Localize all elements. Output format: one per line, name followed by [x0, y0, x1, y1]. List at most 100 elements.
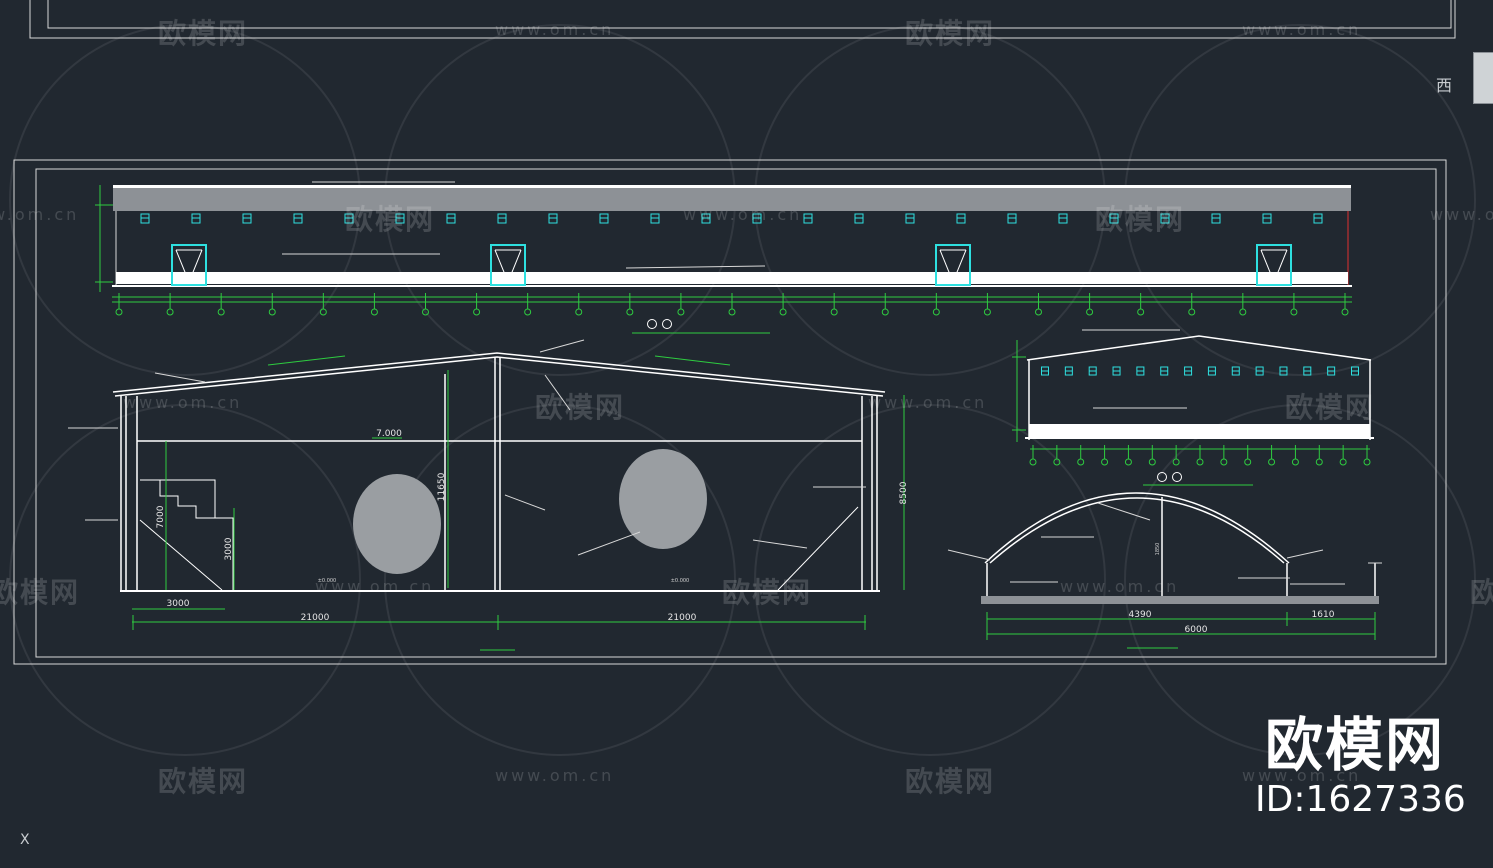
- arch-slab: [981, 596, 1379, 604]
- top-title-frame: [29, 0, 1456, 39]
- watermark-logo: 欧模网: [345, 203, 436, 236]
- side-axis-bubble: [1196, 445, 1204, 466]
- side-window: [1351, 366, 1359, 376]
- side-window: [1327, 366, 1336, 376]
- side-axis-bubble: [1339, 445, 1347, 466]
- section-floor-level-right: ±0.000: [671, 578, 690, 584]
- side-window: [1231, 366, 1240, 376]
- section-floor-level-left: ±0.000: [318, 578, 337, 584]
- side-axis-bubble: [1148, 445, 1156, 466]
- arch-rise: 1850: [1155, 543, 1161, 556]
- elevation-axis-bubble: [268, 293, 276, 316]
- side-axis-bubble: [1244, 445, 1252, 466]
- arch-width-left: 4390: [1129, 610, 1152, 620]
- side-window: [1064, 366, 1073, 376]
- brand-name: 欧模网: [1264, 711, 1445, 779]
- side-axis-bubble: [1077, 445, 1085, 466]
- arch-total-width: 6000: [1185, 625, 1208, 635]
- elevation-window: [548, 213, 558, 224]
- watermark-url: www.om.cn: [1060, 577, 1180, 596]
- elevation-axis-bubble: [1188, 293, 1196, 316]
- side-window: [1255, 366, 1264, 376]
- side-axis-bubble: [1172, 445, 1180, 466]
- watermark-logo: 欧模网: [0, 576, 81, 609]
- elevation-window: [803, 213, 813, 224]
- elevation-axis-bubble: [1137, 293, 1145, 316]
- elevation-axis-bubble: [881, 293, 889, 316]
- elevation-window: [905, 213, 915, 224]
- side-elevation[interactable]: [1012, 329, 1374, 486]
- side-axis-bubble: [1291, 445, 1299, 466]
- elevation-axis-bubble: [1239, 293, 1247, 316]
- arch-section[interactable]: 4390 1610 6000 1850: [947, 492, 1382, 649]
- side-window: [1160, 366, 1169, 376]
- watermark-logo: 欧模网: [1285, 391, 1376, 424]
- elevation-axis-bubble: [1086, 293, 1094, 316]
- watermark-url: www.om.cn: [495, 20, 615, 39]
- elevation-window: [599, 213, 609, 224]
- side-axis-bubble: [1053, 445, 1061, 466]
- elevation-window: [191, 213, 201, 224]
- elevation-axis-bubble: [1035, 293, 1042, 316]
- watermark-url: www.om.cn: [495, 766, 615, 785]
- side-axis-bubble: [1363, 445, 1371, 466]
- elevation-axis-bubble: [319, 293, 327, 316]
- watermark-url: www.om.cn: [0, 205, 80, 224]
- elevation-window: [497, 213, 507, 224]
- elevation-axis-bubble: [422, 293, 429, 316]
- elevation-window: [1109, 213, 1119, 224]
- elevation-axis-bubble: [575, 293, 583, 316]
- section-stair-width: 3000: [167, 599, 190, 609]
- side-axis-bubble: [1101, 445, 1109, 466]
- side-elevation-axis-bubbles: [1029, 445, 1371, 466]
- arch-leaders: [947, 502, 1382, 585]
- elevation-window: [1211, 213, 1221, 224]
- watermark-logo: 欧模网: [1095, 203, 1186, 236]
- watermark-url: www.om.cn: [868, 393, 988, 412]
- elevation-window: [242, 213, 252, 224]
- watermark-logo: 欧模网: [905, 17, 996, 50]
- elevation-windows: [140, 213, 1323, 224]
- section-frame: [112, 352, 886, 592]
- drawing-frame: [13, 159, 1447, 665]
- side-axis-bubble: [1124, 445, 1132, 466]
- elevation-axis-bubble: [830, 293, 838, 316]
- side-axis-bubble: [1315, 445, 1323, 466]
- elevation-window: [140, 213, 150, 224]
- elevation-roof-band-top: [113, 185, 1351, 188]
- watermark-logo: 欧模网: [535, 391, 626, 424]
- side-wainscot: [1029, 424, 1370, 437]
- side-window: [1136, 366, 1145, 376]
- side-axis-bubble: [1029, 445, 1037, 466]
- elevation-window: [1160, 213, 1170, 224]
- section-span-left: 21000: [301, 613, 330, 623]
- side-window: [1041, 366, 1049, 376]
- side-axis-bubble: [1220, 445, 1228, 466]
- arch-width-right: 1610: [1312, 610, 1335, 620]
- elevation-axis-bubble: [524, 293, 532, 316]
- front-elevation[interactable]: [95, 181, 1352, 334]
- elevation-axis-bubble: [1341, 293, 1349, 316]
- viewcube[interactable]: [1473, 52, 1493, 104]
- elevation-window: [1313, 213, 1323, 224]
- elevation-window: [293, 213, 303, 224]
- elevation-axis-bubble: [473, 293, 481, 316]
- side-title-mark: [1143, 472, 1253, 486]
- arch-curves: [984, 492, 1376, 598]
- side-window: [1207, 366, 1216, 376]
- elevation-window: [854, 213, 864, 224]
- elevation-window: [446, 213, 456, 224]
- cross-section[interactable]: 21000 21000 3000 7.000 8500 11650 7000 3…: [68, 339, 909, 651]
- elevation-axis-bubble: [779, 293, 787, 316]
- viewcube-west-label[interactable]: 西: [1436, 76, 1453, 95]
- section-level-label: 7.000: [376, 429, 402, 439]
- elevation-axis-bubble: [217, 293, 225, 316]
- side-left-level-marks: [1012, 340, 1026, 442]
- elevation-window: [752, 213, 762, 224]
- elevation-window: [395, 213, 405, 224]
- watermark-url: www.om.cn: [1242, 766, 1362, 785]
- elevation-axis-bubble: [728, 293, 736, 316]
- side-window: [1184, 366, 1193, 376]
- ucs-icon: X: [20, 832, 30, 848]
